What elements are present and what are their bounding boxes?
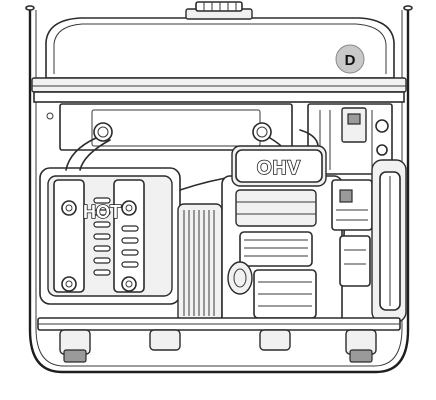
muffler-heat-shield: HOT <box>39 167 181 305</box>
control-panel <box>307 103 393 175</box>
rubber-feet <box>59 329 377 363</box>
base-plate <box>37 317 401 331</box>
hot-warning-label: HOT <box>83 202 121 222</box>
fuel-tank <box>31 17 407 93</box>
alternator-fins <box>177 203 223 323</box>
callout-letter: D <box>345 52 356 69</box>
carburetor-linkage <box>331 179 373 287</box>
upper-bracket <box>33 91 405 151</box>
air-filter-housing <box>371 159 407 323</box>
callout-badge: D <box>335 44 365 74</box>
fuel-cap <box>185 1 253 20</box>
tube-frame <box>25 5 413 374</box>
ohv-engine-label: OHV <box>257 158 301 179</box>
shield-slots <box>93 197 139 276</box>
engine-block: OHV <box>221 145 343 327</box>
